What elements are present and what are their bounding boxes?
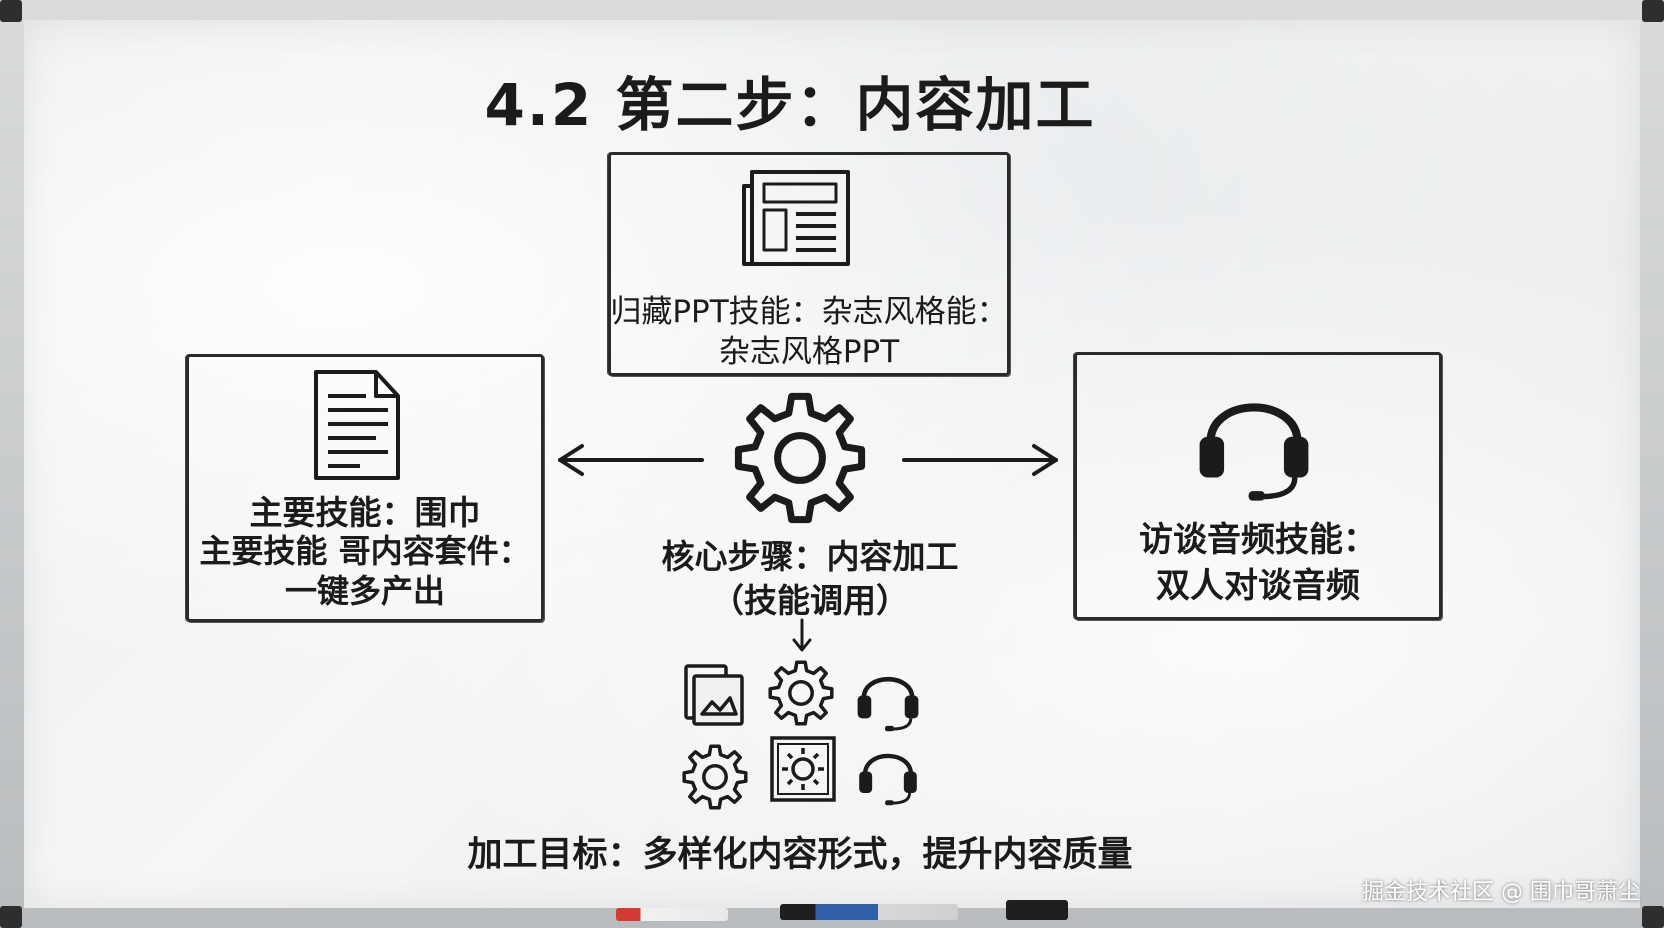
image-document-icon — [684, 664, 744, 726]
right-skill-box — [1074, 352, 1442, 620]
small-headset-icon-2 — [859, 756, 917, 805]
arrow-to-left-box — [558, 444, 704, 476]
left-skill-box — [186, 354, 544, 622]
small-gear-icon — [768, 660, 834, 726]
headset-icon — [1200, 407, 1309, 500]
frame-corner-bottom-left — [0, 906, 22, 928]
top-box-line-1: 归藏PPT技能：杂志风格能： — [610, 294, 1008, 330]
sun-frame-icon — [770, 736, 836, 802]
black-eraser — [1006, 900, 1068, 920]
small-gear-icon-2 — [682, 744, 748, 810]
right-box-line-2: 双人对谈音频 — [1156, 566, 1360, 606]
left-box-line-1: 主要技能：围巾 — [249, 493, 481, 532]
top-box-line-2: 杂志风格PPT — [718, 334, 900, 370]
whiteboard-surface — [24, 20, 1640, 908]
small-headset-icon — [858, 679, 919, 731]
arrow-to-outputs — [792, 618, 812, 652]
center-step-sublabel: （技能调用） — [711, 581, 909, 620]
right-box-line-1: 访谈音频技能： — [1139, 520, 1377, 560]
top-skill-box — [608, 152, 1010, 376]
watermark: 掘金技术社区 @ 围巾哥萧尘 — [1362, 880, 1640, 905]
left-box-line-2: 主要技能 哥内容套件： — [199, 532, 531, 570]
frame-corner-top-right — [1642, 0, 1664, 22]
center-step-label: 核心步骤：内容加工 — [661, 537, 959, 576]
gear-icon — [738, 396, 861, 519]
processing-goal: 加工目标：多样化内容形式，提升内容质量 — [467, 835, 1133, 875]
page-title: 4.2 第二步：内容加工 — [484, 71, 1096, 139]
frame-corner-top-left — [0, 0, 22, 22]
frame-corner-bottom-right — [1642, 906, 1664, 928]
newspaper-icon — [742, 170, 850, 266]
document-icon — [314, 370, 400, 480]
arrow-to-right-box — [902, 444, 1058, 476]
red-marker — [616, 908, 728, 921]
left-box-line-3: 一键多产出 — [284, 572, 445, 610]
blue-marker — [780, 904, 958, 920]
